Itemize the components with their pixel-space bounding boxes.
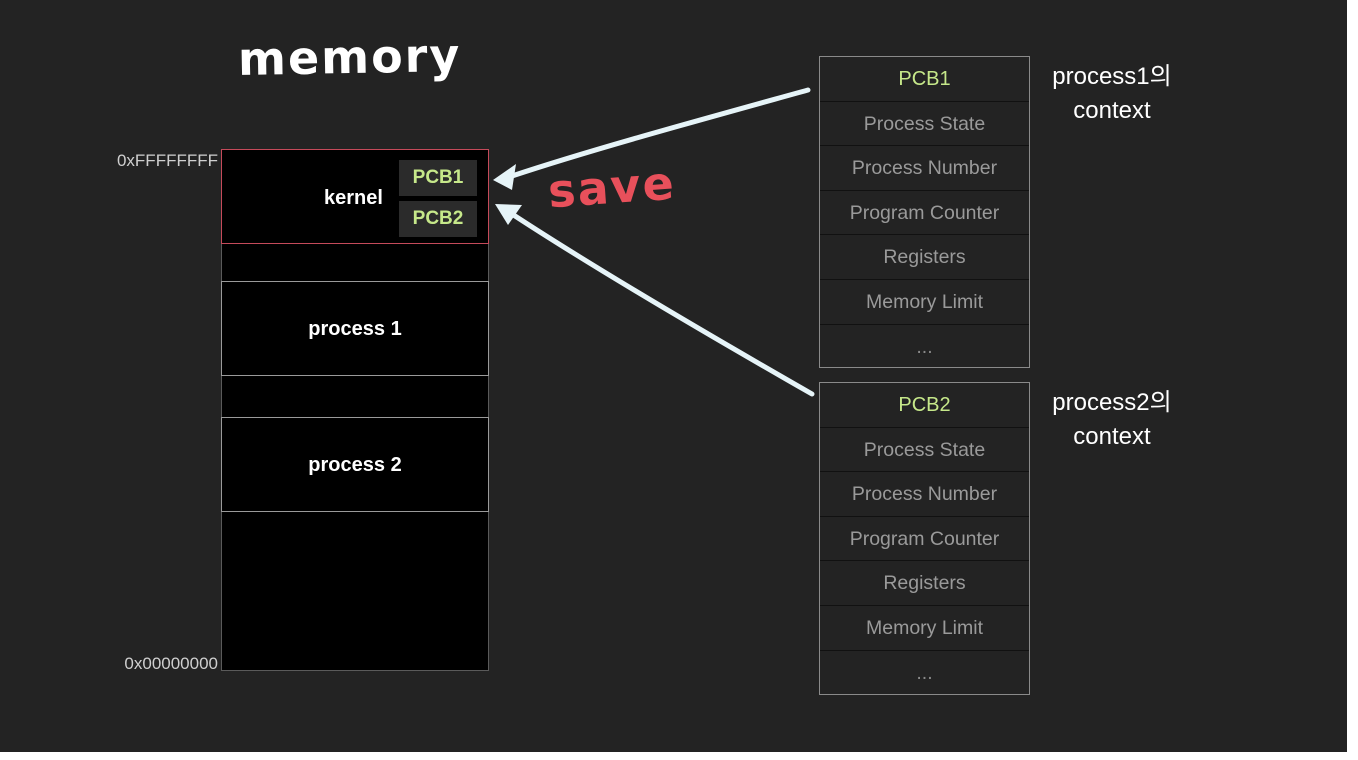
- pcb2-field-registers: Registers: [820, 561, 1029, 606]
- pcb1-field-process-state: Process State: [820, 102, 1029, 147]
- process1-context-line2: context: [1073, 97, 1151, 124]
- pcb2-field-process-number: Process Number: [820, 472, 1029, 517]
- pcb1-field-memory-limit: Memory Limit: [820, 280, 1029, 325]
- kernel-label: kernel: [324, 187, 383, 209]
- pcb2-table: PCB2 Process State Process Number Progra…: [819, 382, 1030, 695]
- arrow-pcb2-to-kernel: [495, 204, 815, 397]
- process2-context-label: process2의 context: [1042, 386, 1182, 454]
- process2-label: process 2: [308, 454, 402, 476]
- process2-context-line1: process2의: [1052, 389, 1172, 416]
- kernel-pcb2-chip: PCB2: [399, 201, 477, 237]
- address-high: 0xFFFFFFFF: [116, 151, 218, 170]
- pcb2-field-ellipsis: ...: [916, 661, 933, 684]
- pcb1-field-program-counter: Program Counter: [820, 191, 1029, 236]
- process1-context-label: process1의 context: [1042, 60, 1182, 128]
- pcb1-field-registers: Registers: [820, 235, 1029, 280]
- kernel-pcb1-chip: PCB1: [399, 160, 477, 196]
- process1-context-line1: process1의: [1052, 63, 1172, 90]
- process1-label: process 1: [308, 318, 402, 340]
- arrow-pcb1-to-kernel: [493, 87, 811, 190]
- process2-region: process 2: [221, 417, 489, 512]
- kernel-region: kernel PCB1 PCB2: [221, 149, 489, 244]
- pcb2-field-process-state: Process State: [820, 428, 1029, 473]
- address-low: 0x00000000: [124, 654, 218, 673]
- process1-region: process 1: [221, 281, 489, 376]
- pcb1-field-ellipsis: ...: [916, 335, 933, 358]
- pcb1-table: PCB1 Process State Process Number Progra…: [819, 56, 1030, 368]
- pcb2-header: PCB2: [820, 383, 1029, 428]
- pcb2-field-program-counter: Program Counter: [820, 517, 1029, 562]
- pcb2-field-memory-limit: Memory Limit: [820, 606, 1029, 651]
- process2-context-line2: context: [1073, 423, 1151, 450]
- pcb1-field-process-number: Process Number: [820, 146, 1029, 191]
- pcb1-header: PCB1: [820, 57, 1029, 102]
